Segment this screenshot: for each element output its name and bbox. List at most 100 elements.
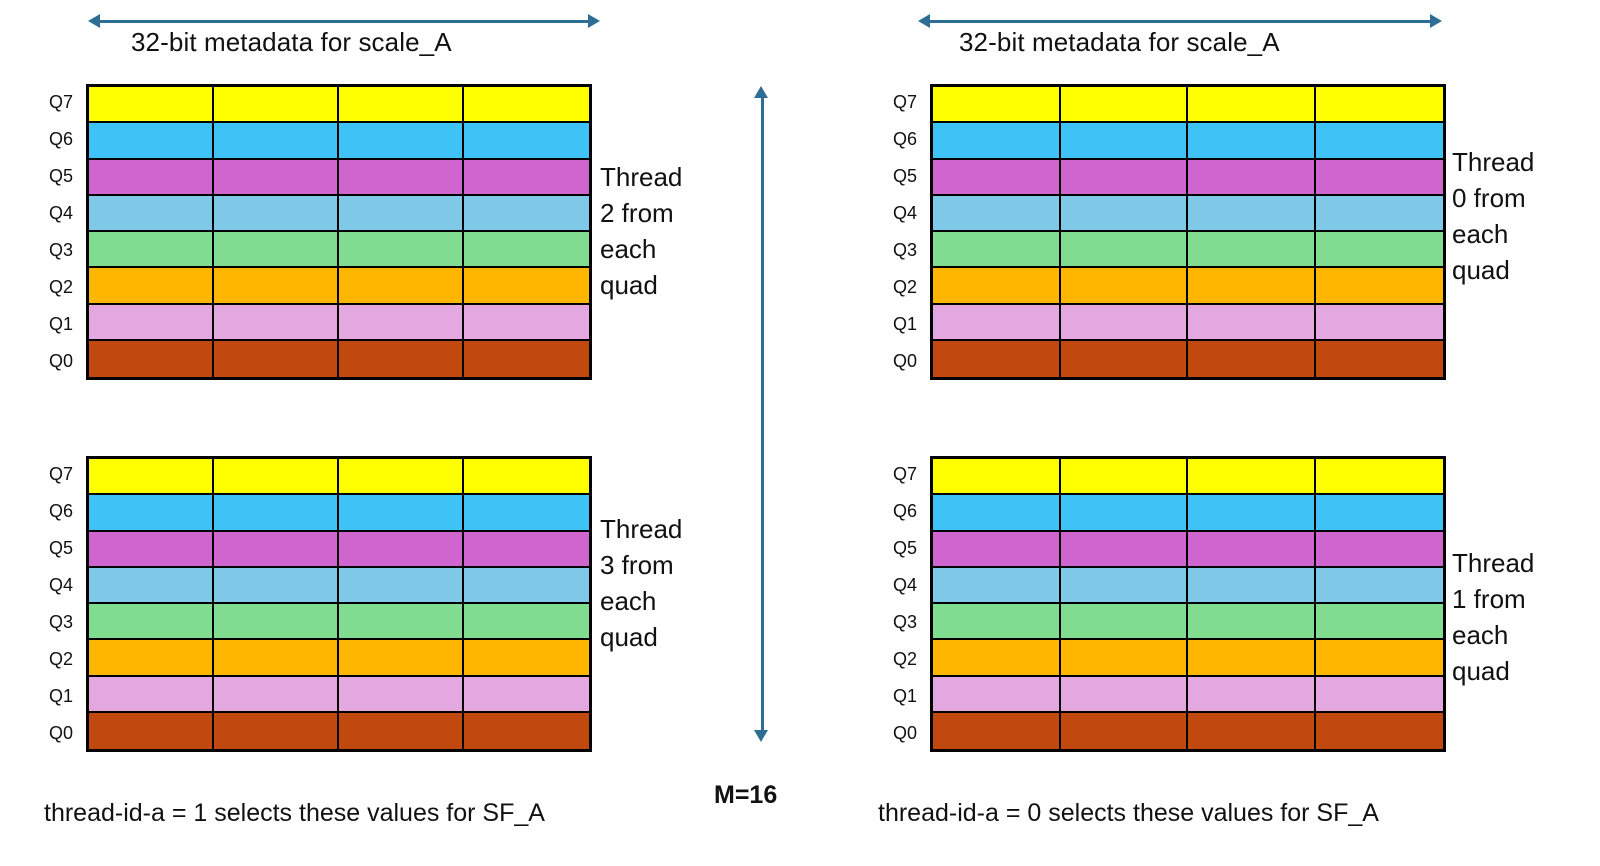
quad-cell-q2-col1	[1060, 640, 1188, 677]
thread-note-bottom-left: Thread 3 from each quad	[600, 511, 682, 655]
quad-cell-q0-col3	[1315, 712, 1443, 749]
quad-cell-q3-col2	[339, 604, 464, 641]
quad-cell-q4-col0	[89, 567, 214, 604]
quad-cell-q1-col0	[933, 304, 1061, 341]
thread-note-line-4: quad	[1452, 255, 1510, 285]
quad-cell-q2-col1	[214, 640, 339, 677]
quad-cell-q7-col0	[89, 87, 214, 124]
quad-cell-q1-col2	[1188, 304, 1316, 341]
thread-note-line-2: 0 from	[1452, 183, 1526, 213]
thread-note-line-1: Thread	[1452, 548, 1535, 578]
row-label-q4: Q4	[892, 575, 917, 595]
grid-block-top-left	[86, 84, 592, 380]
quad-cell-q6-col2	[1188, 495, 1316, 532]
quad-cell-q2-col3	[1315, 640, 1443, 677]
row-label-q3: Q3	[892, 612, 917, 632]
thread-note-line-3: each	[1452, 219, 1509, 249]
quad-cell-q5-col2	[1188, 531, 1316, 568]
row-label-q4: Q4	[892, 203, 917, 223]
thread-note-line-2: 1 from	[1452, 584, 1526, 614]
quad-cell-q3-col0	[933, 232, 1061, 269]
quad-cell-q5-col0	[933, 531, 1061, 568]
quad-cell-q1-col3	[464, 304, 589, 341]
row-label-q4: Q4	[48, 203, 73, 223]
quad-cell-q4-col1	[1060, 195, 1188, 232]
quad-cell-q1-col1	[1060, 676, 1188, 713]
row-label-q6: Q6	[892, 129, 917, 149]
quad-cell-q4-col0	[89, 195, 214, 232]
quad-cell-q7-col3	[464, 459, 589, 496]
thread-note-line-4: quad	[1452, 656, 1510, 686]
arrow-shaft	[760, 95, 764, 733]
thread-note-line-2: 3 from	[600, 550, 674, 580]
quad-cell-q1-col2	[339, 676, 464, 713]
quad-cell-q0-col0	[89, 340, 214, 377]
quad-cell-q6-col0	[933, 123, 1061, 160]
quad-cell-q2-col3	[464, 640, 589, 677]
row-label-q2: Q2	[48, 277, 73, 297]
metadata-span-arrow-right	[918, 12, 1442, 30]
quad-cell-q5-col3	[1315, 159, 1443, 196]
quad-cell-q3-col3	[1315, 232, 1443, 269]
quad-cell-q4-col1	[214, 567, 339, 604]
quad-cell-q6-col0	[933, 495, 1061, 532]
row-label-q6: Q6	[892, 501, 917, 521]
quad-cell-q0-col2	[1188, 712, 1316, 749]
quad-cell-q7-col2	[1188, 87, 1316, 124]
quad-cell-q2-col1	[1060, 268, 1188, 305]
thread-note-top-right: Thread 0 from each quad	[1452, 144, 1534, 288]
quad-cell-q3-col3	[1315, 604, 1443, 641]
quad-cell-q4-col0	[933, 567, 1061, 604]
quad-cell-q5-col0	[933, 159, 1061, 196]
row-label-q7: Q7	[892, 464, 917, 484]
arrow-head-right-icon	[588, 14, 600, 28]
quad-cell-q2-col0	[89, 268, 214, 305]
arrow-shaft	[97, 20, 591, 23]
quad-cell-q1-col1	[1060, 304, 1188, 341]
quad-cell-q0-col0	[89, 712, 214, 749]
quad-cell-q5-col1	[214, 531, 339, 568]
thread-note-line-1: Thread	[600, 162, 683, 192]
quad-cell-q2-col2	[1188, 640, 1316, 677]
quad-cell-q1-col3	[1315, 304, 1443, 341]
quad-cell-q7-col0	[933, 459, 1061, 496]
quad-cell-q5-col0	[89, 531, 214, 568]
quad-cell-q1-col0	[89, 676, 214, 713]
quad-cell-q0-col3	[464, 340, 589, 377]
row-label-q1: Q1	[48, 686, 73, 706]
quad-cell-q2-col2	[339, 640, 464, 677]
quad-cell-q6-col1	[1060, 495, 1188, 532]
quad-cell-q6-col3	[1315, 123, 1443, 160]
quad-grid	[930, 456, 1446, 752]
quad-cell-q6-col0	[89, 123, 214, 160]
quad-cell-q4-col2	[339, 195, 464, 232]
quad-cell-q7-col1	[1060, 87, 1188, 124]
quad-cell-q4-col2	[1188, 195, 1316, 232]
quad-cell-q7-col1	[214, 87, 339, 124]
quad-cell-q4-col3	[1315, 567, 1443, 604]
quad-cell-q0-col0	[933, 340, 1061, 377]
quad-cell-q7-col0	[933, 87, 1061, 124]
quad-cell-q5-col3	[1315, 531, 1443, 568]
quad-cell-q2-col2	[1188, 268, 1316, 305]
quad-cell-q0-col1	[214, 712, 339, 749]
arrow-head-left-icon	[88, 14, 100, 28]
row-label-q0: Q0	[892, 351, 917, 371]
row-label-q0: Q0	[48, 351, 73, 371]
quad-cell-q2-col0	[933, 640, 1061, 677]
quad-cell-q7-col0	[89, 459, 214, 496]
row-label-q2: Q2	[48, 649, 73, 669]
quad-cell-q0-col3	[1315, 340, 1443, 377]
thread-note-line-4: quad	[600, 622, 658, 652]
metadata-label-left: 32-bit metadata for scale_A	[131, 27, 452, 57]
quad-cell-q3-col2	[1188, 232, 1316, 269]
quad-cell-q5-col3	[464, 159, 589, 196]
metadata-span-arrow-left	[88, 12, 600, 30]
row-label-q7: Q7	[48, 464, 73, 484]
thread-note-line-2: 2 from	[600, 198, 674, 228]
row-label-q7: Q7	[48, 92, 73, 112]
quad-cell-q3-col0	[933, 604, 1061, 641]
quad-cell-q5-col1	[1060, 531, 1188, 568]
row-label-q5: Q5	[892, 538, 917, 558]
